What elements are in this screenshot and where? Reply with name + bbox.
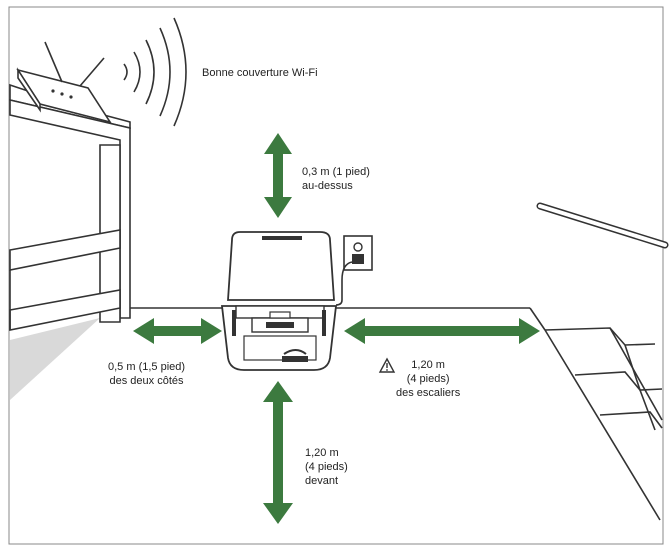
arrow-front xyxy=(263,381,293,524)
stairs xyxy=(544,327,663,431)
clearance-front-distance: 1,20 m xyxy=(305,447,339,459)
clearance-front-imperial: (4 pieds) xyxy=(305,461,348,473)
clearance-stairs-direction: des escaliers xyxy=(396,387,461,399)
clearance-front-label: 1,20 m (4 pieds) devant xyxy=(305,446,348,488)
arrow-right xyxy=(344,318,540,344)
power-outlet-icon xyxy=(335,235,373,306)
clearance-stairs-imperial: (4 pieds) xyxy=(406,373,450,385)
shelf xyxy=(9,83,131,331)
clearance-sides-direction: des deux côtés xyxy=(109,375,184,387)
docking-station xyxy=(220,231,338,371)
shelf-shadow xyxy=(10,318,100,400)
room-floor xyxy=(130,307,661,521)
clearance-front-direction: devant xyxy=(305,475,339,487)
clearance-above-label: 0,3 m (1 pied) au-dessus xyxy=(302,165,370,193)
clearance-sides-label: 0,5 m (1,5 pied) des deux côtés xyxy=(108,360,185,388)
stair-handrail xyxy=(536,202,669,249)
arrow-left xyxy=(133,318,222,344)
clearance-above-direction: au-dessus xyxy=(302,180,353,192)
diagram-border xyxy=(8,6,664,545)
router xyxy=(16,41,112,124)
wifi-waves-icon xyxy=(123,17,187,127)
arrow-above xyxy=(264,133,292,218)
clearance-sides-distance: 0,5 m (1,5 pied) xyxy=(108,361,186,373)
warning-triangle-icon xyxy=(378,357,396,373)
clearance-arrows xyxy=(133,133,540,524)
clearance-above-distance: 0,3 m (1 pied) xyxy=(302,166,370,178)
wifi-coverage-label: Bonne couverture Wi-Fi xyxy=(202,67,318,79)
clearance-stairs-label: 1,20 m (4 pieds) des escaliers xyxy=(396,358,460,400)
clearance-stairs-distance: 1,20 m xyxy=(411,359,445,371)
